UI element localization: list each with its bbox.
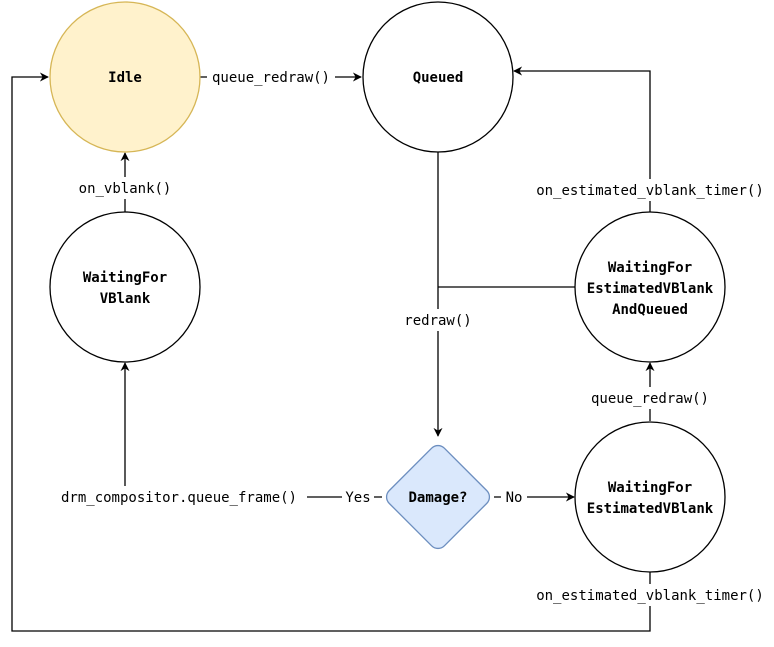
label-idle-to-queued: queue_redraw()	[212, 70, 330, 86]
label-queued-to-damage: redraw()	[404, 313, 471, 329]
node-waiting-est: WaitingFor EstimatedVBlank	[574, 421, 726, 573]
label-damage-yes: Yes	[345, 490, 370, 506]
node-waiting-est-queued-line-3: AndQueued	[612, 302, 688, 318]
label-damage-no: No	[506, 490, 523, 506]
edge-est-queued-to-queued	[513, 66, 651, 212]
node-waiting-vblank-line-1: WaitingFor	[83, 270, 167, 286]
node-waiting-est-line-2: EstimatedVBlank	[587, 501, 714, 517]
node-waiting-vblank: WaitingFor VBlank	[49, 211, 201, 363]
node-idle: Idle	[49, 1, 201, 153]
label-est-queued-to-queued: on_estimated_vblank_timer()	[536, 183, 764, 199]
node-waiting-est-queued-line-2: EstimatedVBlank	[587, 281, 714, 297]
label-est-to-est-queued: queue_redraw()	[591, 391, 709, 407]
node-waiting-est-queued-line-1: WaitingFor	[608, 260, 692, 276]
label-vblank-to-idle: on_vblank()	[79, 181, 172, 197]
node-queued-label: Queued	[413, 70, 464, 86]
node-idle-label: Idle	[108, 70, 142, 86]
node-queued: Queued	[362, 1, 514, 153]
edge-damage-yes	[120, 362, 382, 498]
node-damage-decision: Damage?	[385, 444, 491, 550]
label-est-to-idle: on_estimated_vblank_timer()	[536, 588, 764, 604]
edge-est-to-idle	[11, 72, 651, 632]
label-yes-to-vblank: drm_compositor.queue_frame()	[61, 490, 297, 506]
node-waiting-est-line-1: WaitingFor	[608, 480, 692, 496]
node-waiting-vblank-line-2: VBlank	[100, 291, 151, 307]
node-damage-label: Damage?	[408, 490, 467, 506]
node-waiting-est-queued: WaitingFor EstimatedVBlank AndQueued	[574, 211, 726, 363]
